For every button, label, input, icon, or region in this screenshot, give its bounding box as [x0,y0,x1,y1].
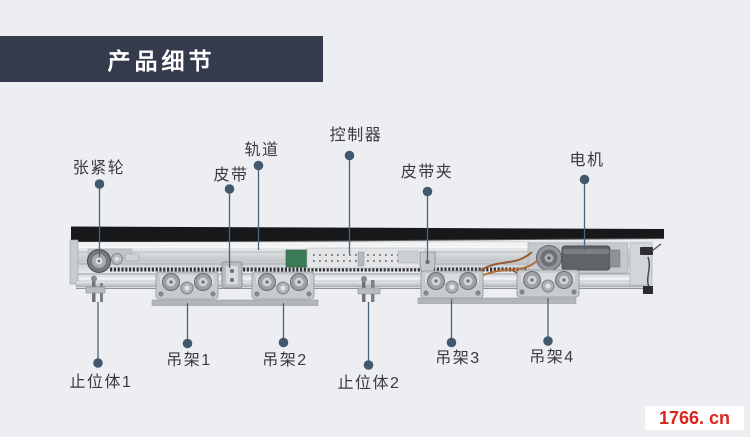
label-belt-clamp: 皮带夹 [400,164,454,181]
door-strip-left [151,299,319,306]
label-hanger-2: 吊架2 [262,352,308,369]
hanger-1-part [155,271,219,300]
stopper-2-part [357,276,381,302]
belt-clamp-left [221,261,243,289]
hanger-2-part [251,271,315,300]
page-title: 产品细节 [107,48,216,74]
motor-assembly [527,242,629,274]
watermark-badge: 1766. cn [645,406,744,430]
label-tensioner: 张紧轮 [72,160,126,177]
section-banner: 产品细节 [0,36,323,82]
door-strip-right [417,297,577,304]
stopper-1-part [85,275,106,302]
label-belt: 皮带 [213,167,249,184]
label-stopper-1: 止位体1 [69,374,133,391]
label-motor: 电机 [569,152,605,169]
watermark-text: 1766. cn [658,407,731,428]
label-hanger-1: 吊架1 [166,352,212,369]
cover-profile [71,226,664,243]
hanger-4-part [516,269,580,298]
label-hanger-3: 吊架3 [435,350,481,367]
end-bracket [629,242,662,294]
callout-lines [97,160,586,361]
hanger-3-part [420,270,484,299]
controller-unit [285,247,426,269]
label-hanger-4: 吊架4 [529,349,575,366]
label-stopper-2: 止位体2 [337,375,401,392]
label-controller: 控制器 [329,127,383,144]
label-track: 轨道 [244,142,280,159]
callout-dots [93,150,590,370]
